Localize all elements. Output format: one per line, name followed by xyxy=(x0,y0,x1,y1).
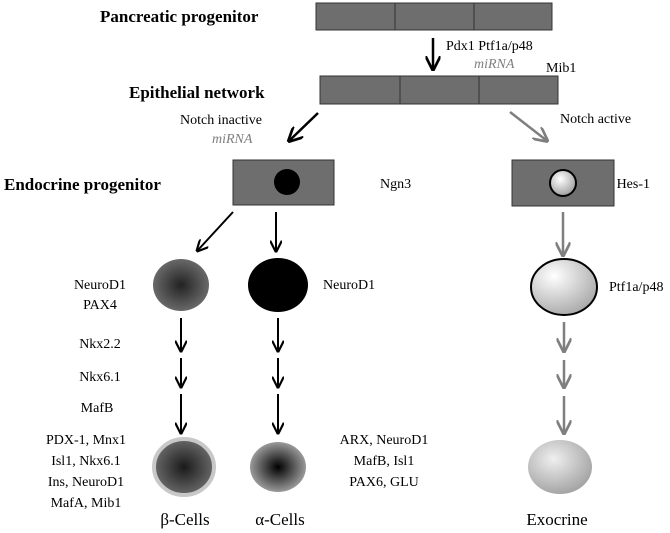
beta-cells-label: β-Cells xyxy=(160,510,209,529)
alpha-cell xyxy=(250,442,306,492)
beta-late-factor-2: Isl1, Nkx6.1 xyxy=(51,454,121,469)
arrow-notch-active xyxy=(509,111,546,140)
beta-late-factor-3: Ins, NeuroD1 xyxy=(48,475,124,490)
exocrine-early-factor: Ptf1a/p48 xyxy=(609,280,663,295)
endocrine-progenitor-label: Endocrine progenitor xyxy=(4,175,161,194)
beta-mid-factor-1: Nkx2.2 xyxy=(79,337,121,352)
mirna-top-label: miRNA xyxy=(474,57,515,72)
mib1-label: Mib1 xyxy=(546,61,576,76)
epithelial-network-bar xyxy=(319,75,559,105)
beta-early-factor-1: NeuroD1 xyxy=(74,278,126,293)
notch-active-label: Notch active xyxy=(560,112,631,127)
exocrine-cell xyxy=(528,440,592,494)
beta-precursor-cell xyxy=(153,259,209,311)
arrow-to-beta-precursor xyxy=(198,211,234,250)
notch-inactive-label: Notch inactive xyxy=(180,113,262,128)
alpha-late-factor-3: PAX6, GLU xyxy=(349,475,419,490)
progenitor-bar xyxy=(315,2,553,31)
hes1-progenitor-cell xyxy=(511,159,615,207)
beta-late-factor-4: MafA, Mib1 xyxy=(51,496,122,511)
beta-mid-factor-3: MafB xyxy=(81,401,114,416)
pdx1-ptf1a-label: Pdx1 Ptf1a/p48 xyxy=(446,39,533,54)
mirna-left-label: miRNA xyxy=(212,132,253,147)
exocrine-label: Exocrine xyxy=(526,510,587,529)
endocrine-progenitor-cell xyxy=(232,159,335,206)
alpha-precursor-cell xyxy=(248,258,308,312)
pancreatic-progenitor-label: Pancreatic progenitor xyxy=(100,7,259,26)
alpha-cells-label: α-Cells xyxy=(255,510,305,529)
hes1-label: Hes-1 xyxy=(617,177,650,192)
beta-mid-factor-2: Nkx6.1 xyxy=(79,370,121,385)
alpha-late-factor-1: ARX, NeuroD1 xyxy=(340,433,429,448)
ngn3-label: Ngn3 xyxy=(380,177,411,192)
alpha-early-factor: NeuroD1 xyxy=(323,278,375,293)
arrow-notch-inactive xyxy=(290,112,319,140)
epithelial-network-label: Epithelial network xyxy=(129,83,265,102)
beta-cell xyxy=(152,437,216,497)
exocrine-precursor-cell xyxy=(530,258,598,316)
alpha-late-factor-2: MafB, Isl1 xyxy=(354,454,415,469)
beta-late-factor-1: PDX-1, Mnx1 xyxy=(46,433,126,448)
beta-early-factor-2: PAX4 xyxy=(83,298,117,313)
